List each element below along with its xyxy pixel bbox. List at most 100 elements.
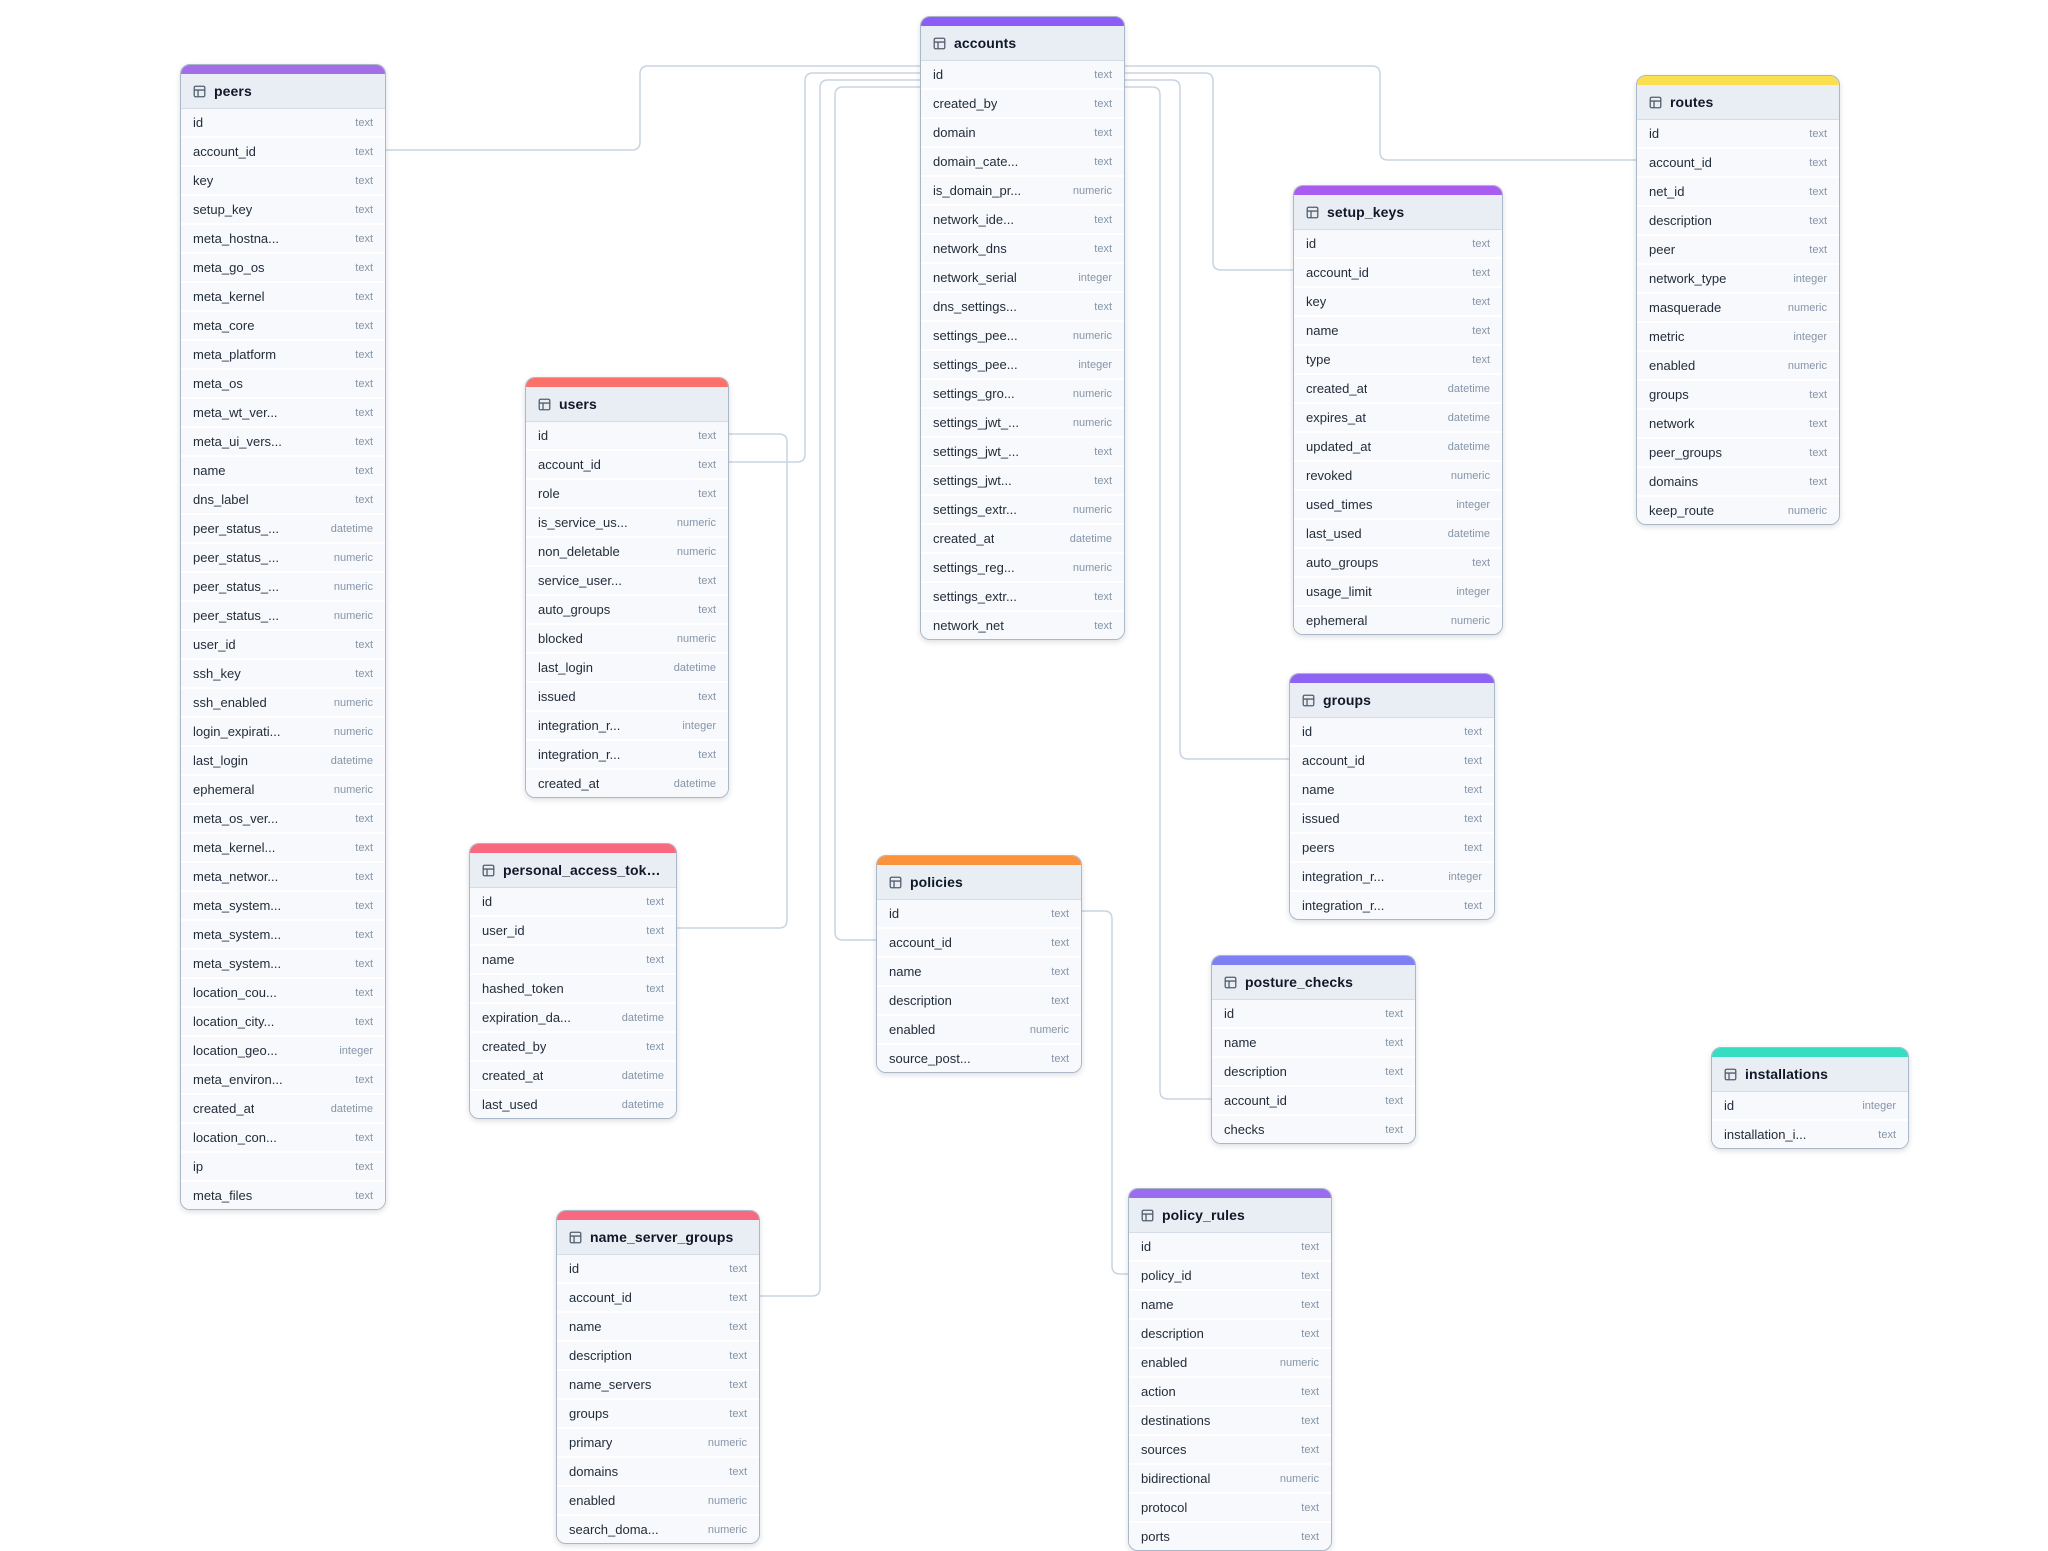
field-type: integer <box>339 1044 373 1057</box>
field-name: account_id <box>538 457 601 472</box>
field-type: numeric <box>676 632 716 645</box>
field-name: source_post... <box>889 1051 971 1066</box>
field-name: network_serial <box>933 270 1017 285</box>
field-row-meta_kernel: meta_kernel...text <box>181 834 385 863</box>
table-header[interactable]: personal_access_tokens <box>470 853 676 888</box>
field-row-settings_jwt: settings_jwt...text <box>921 467 1124 496</box>
table-name: policies <box>910 874 963 890</box>
field-name: id <box>1141 1239 1152 1254</box>
table-header[interactable]: installations <box>1712 1057 1908 1092</box>
field-name: enabled <box>1141 1355 1188 1370</box>
field-type: text <box>1809 185 1827 198</box>
table-header[interactable]: accounts <box>921 26 1124 61</box>
field-name: domain <box>933 125 976 140</box>
field-type: text <box>355 493 373 506</box>
table-name: posture_checks <box>1245 974 1354 990</box>
table-header[interactable]: name_server_groups <box>557 1220 759 1255</box>
connector-routes-to-accounts <box>1123 65 1636 161</box>
field-type: integer <box>682 719 716 732</box>
field-type: text <box>355 957 373 970</box>
field-name: auto_groups <box>538 602 611 617</box>
field-row-settings_pee: settings_pee...integer <box>921 351 1124 380</box>
table-color-bar <box>1294 186 1502 195</box>
field-name: integration_r... <box>1302 898 1385 913</box>
field-name: last_used <box>482 1097 538 1112</box>
table-color-bar <box>1712 1048 1908 1057</box>
field-type: text <box>355 1131 373 1144</box>
table-header[interactable]: peers <box>181 74 385 109</box>
field-name: is_service_us... <box>538 515 628 530</box>
field-type: integer <box>1862 1099 1896 1112</box>
field-type: text <box>1051 907 1069 920</box>
field-type: text <box>1301 1501 1319 1514</box>
field-type: numeric <box>707 1494 747 1507</box>
connector-policies-to-accounts <box>834 86 920 941</box>
field-type: text <box>1094 213 1112 226</box>
field-name: ports <box>1141 1529 1170 1544</box>
field-type: text <box>698 458 716 471</box>
field-name: ssh_key <box>193 666 241 681</box>
field-name: id <box>889 906 900 921</box>
table-color-bar <box>1637 76 1839 85</box>
field-name: description <box>1649 213 1712 228</box>
field-type: datetime <box>673 777 716 790</box>
field-name: id <box>1302 724 1313 739</box>
field-row-peer_status_: peer_status_...numeric <box>181 544 385 573</box>
table-name: peers <box>214 83 252 99</box>
field-type: numeric <box>1072 329 1112 342</box>
table-header[interactable]: posture_checks <box>1212 965 1415 1000</box>
field-name: bidirectional <box>1141 1471 1211 1486</box>
table-name: routes <box>1670 94 1714 110</box>
field-name: last_used <box>1306 526 1362 541</box>
table-header[interactable]: policy_rules <box>1129 1198 1331 1233</box>
field-name: name <box>193 463 226 478</box>
field-name: policy_id <box>1141 1268 1192 1283</box>
field-name: groups <box>1649 387 1689 402</box>
field-name: id <box>1224 1006 1235 1021</box>
field-type: datetime <box>1447 411 1490 424</box>
table-header[interactable]: routes <box>1637 85 1839 120</box>
field-name: user_id <box>482 923 525 938</box>
table-icon <box>1306 206 1319 218</box>
field-type: numeric <box>1450 469 1490 482</box>
field-type: text <box>698 487 716 500</box>
table-color-bar <box>557 1211 759 1220</box>
table-header[interactable]: setup_keys <box>1294 195 1502 230</box>
table-header[interactable]: users <box>526 387 728 422</box>
field-type: text <box>1809 156 1827 169</box>
table-header[interactable]: policies <box>877 865 1081 900</box>
field-type: text <box>355 116 373 129</box>
field-name: meta_go_os <box>193 260 265 275</box>
field-row-service_user: service_user...text <box>526 567 728 596</box>
field-type: text <box>729 1291 747 1304</box>
table-header[interactable]: groups <box>1290 683 1494 718</box>
field-type: numeric <box>333 725 373 738</box>
field-name: peer <box>1649 242 1676 257</box>
field-type: integer <box>1793 330 1827 343</box>
field-type: text <box>355 464 373 477</box>
